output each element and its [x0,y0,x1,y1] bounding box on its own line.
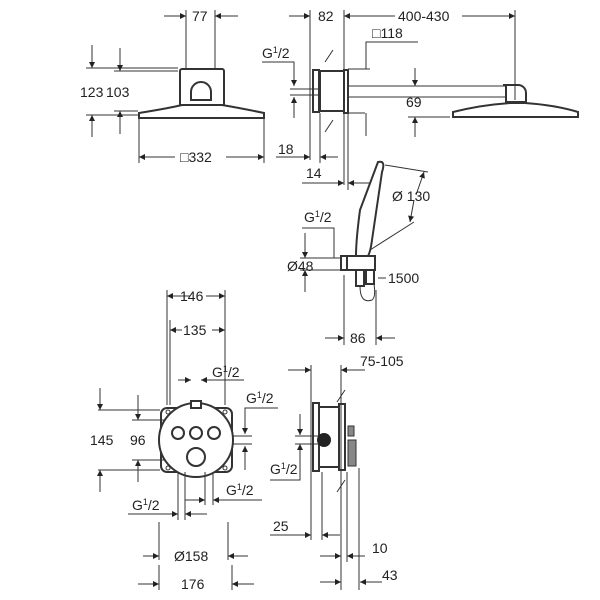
dim-145: 145 [90,432,114,448]
handshower-view: Ø 130 G1/2 Ø48 1500 86 [287,160,430,346]
headshower-front-view: 77 123 103 □332 [80,8,265,165]
dim-48: Ø48 [287,258,314,274]
headshower-side-view: 82 400-430 □118 G1/2 69 18 14 [262,8,579,190]
dim-146: 146 [180,288,204,304]
handshower-thread: G1/2 [304,209,332,225]
valve-front-view: 146 135 145 96 G1/2 G1/2 G1/2 G1/2 Ø158 … [90,288,278,592]
dim-10: 10 [372,540,388,556]
dim-14: 14 [306,165,322,181]
valve-side-view: 75-105 G1/2 25 10 43 [270,353,404,590]
thread-side: G1/2 [270,461,298,477]
dim-135: 135 [183,322,207,338]
dim-77: 77 [192,8,208,24]
thread-top: G1/2 [212,364,240,380]
dim-75-105: 75-105 [360,353,404,369]
dim-82: 82 [318,8,334,24]
thread-bottom-left: G1/2 [132,497,160,513]
dim-25: 25 [273,518,289,534]
dim-18: 18 [278,141,294,157]
dim-118: □118 [372,25,403,41]
thread-right: G1/2 [246,390,274,406]
dim-96: 96 [130,432,146,448]
dim-332: □332 [180,149,212,165]
dim-69: 69 [406,94,422,110]
dim-130: Ø 130 [392,188,430,204]
dim-400-430: 400-430 [398,8,450,24]
thread-bottom-right: G1/2 [226,482,254,498]
dim-123: 123 [80,84,104,100]
thread-label: G1/2 [262,45,290,61]
dim-86: 86 [350,330,366,346]
dim-158: Ø158 [174,548,208,564]
dim-43: 43 [382,567,398,583]
hose-length: 1500 [388,270,419,286]
dim-176: 176 [181,576,205,592]
dim-103: 103 [106,84,130,100]
